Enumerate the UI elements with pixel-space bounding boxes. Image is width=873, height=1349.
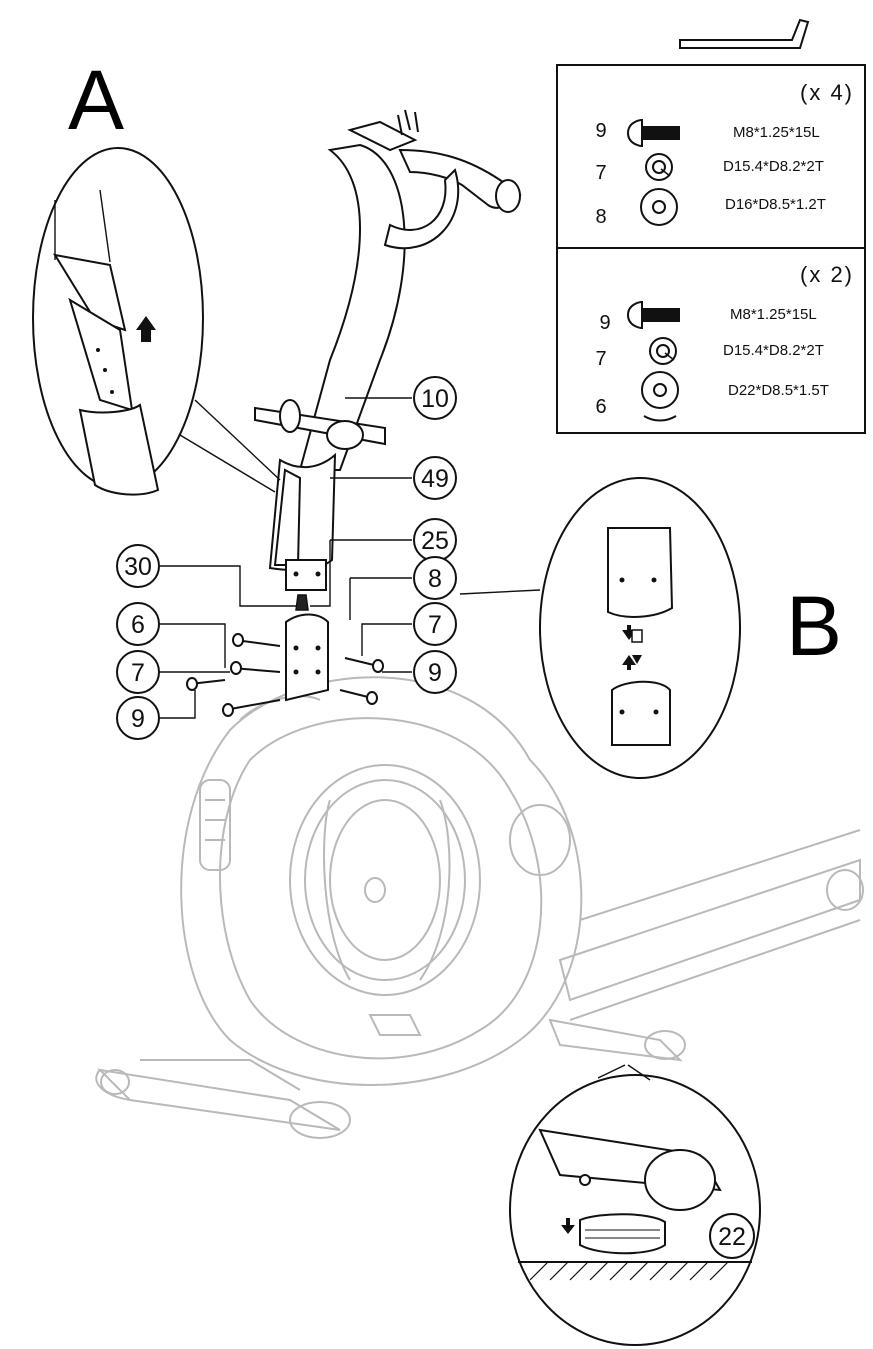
bolt-icon bbox=[186, 633, 384, 717]
group2-row3-spec: D22*D8.5*1.5T bbox=[728, 382, 829, 399]
group1-row3-number: 8 bbox=[595, 206, 607, 228]
group2-row2-spec: D15.4*D8.2*2T bbox=[723, 342, 824, 359]
group1-row1-number: 9 bbox=[595, 120, 607, 142]
group1-row2-number: 7 bbox=[595, 162, 607, 184]
svg-text:10: 10 bbox=[421, 385, 449, 413]
callout-10: 10 bbox=[413, 376, 457, 420]
svg-text:22: 22 bbox=[718, 1223, 746, 1251]
group2-row1-number: 9 bbox=[599, 312, 611, 334]
svg-text:9: 9 bbox=[428, 659, 442, 687]
callout-49: 49 bbox=[413, 456, 457, 500]
group1-row2-spec: D15.4*D8.2*2T bbox=[723, 158, 824, 175]
callout-8: 8 bbox=[413, 556, 457, 600]
detail-circle-a bbox=[32, 147, 281, 496]
curved-washer-icon bbox=[641, 371, 679, 422]
detail-circle-foot bbox=[509, 1064, 761, 1346]
group1-quantity: (x 4) bbox=[800, 80, 854, 105]
bolt-icon bbox=[626, 118, 680, 148]
callout-leaders bbox=[159, 397, 412, 719]
trainer-body-ghost bbox=[95, 676, 864, 1139]
group1-row1-spec: M8*1.25*15L bbox=[733, 124, 820, 141]
callout-7-left: 7 bbox=[116, 650, 160, 694]
group2-row3-number: 6 bbox=[595, 396, 607, 418]
spring-washer-icon bbox=[645, 153, 673, 181]
group2-row1-spec: M8*1.25*15L bbox=[730, 306, 817, 323]
svg-text:7: 7 bbox=[131, 659, 145, 687]
svg-text:9: 9 bbox=[131, 705, 145, 733]
group2-quantity: (x 2) bbox=[800, 262, 854, 287]
step-b-label: B bbox=[786, 579, 843, 673]
callout-22: 22 bbox=[709, 1213, 755, 1259]
svg-text:25: 25 bbox=[421, 527, 449, 555]
flat-washer-icon bbox=[640, 188, 678, 226]
svg-text:6: 6 bbox=[131, 611, 145, 639]
detail-circle-b bbox=[459, 477, 741, 779]
svg-text:49: 49 bbox=[421, 465, 449, 493]
group1-row3-spec: D16*D8.5*1.2T bbox=[725, 196, 826, 213]
console-mast bbox=[186, 109, 522, 717]
step-a-label: A bbox=[68, 53, 125, 147]
svg-text:8: 8 bbox=[428, 565, 442, 593]
svg-text:30: 30 bbox=[124, 553, 152, 581]
spring-washer-icon bbox=[649, 337, 677, 365]
allen-key-icon bbox=[679, 18, 810, 49]
parts-table: (x 4) 9 M8*1.25*15L 7 D15.4*D8.2*2T 8 D1… bbox=[556, 64, 866, 434]
callout-7-right: 7 bbox=[413, 602, 457, 646]
table-divider bbox=[558, 247, 864, 249]
callout-9-right: 9 bbox=[413, 650, 457, 694]
callout-9-left: 9 bbox=[116, 696, 160, 740]
bolt-icon bbox=[626, 300, 680, 330]
callout-30: 30 bbox=[116, 544, 160, 588]
callout-25: 25 bbox=[413, 518, 457, 562]
callout-6: 6 bbox=[116, 602, 160, 646]
svg-text:7: 7 bbox=[428, 611, 442, 639]
group2-row2-number: 7 bbox=[595, 348, 607, 370]
